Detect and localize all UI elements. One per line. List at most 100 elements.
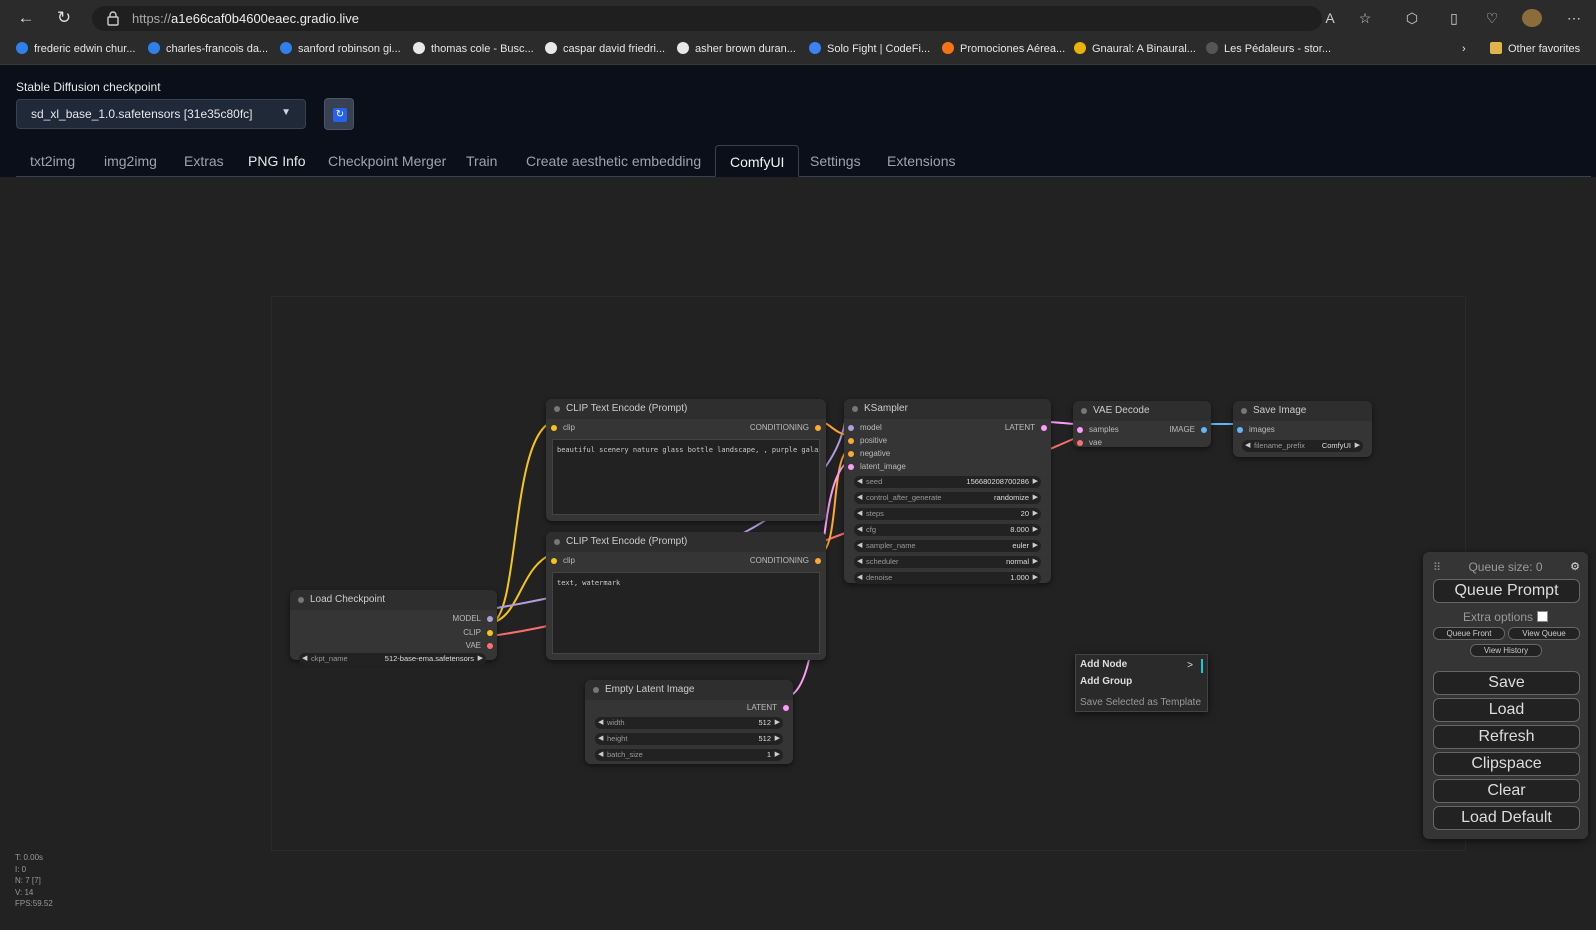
favorite-star-icon[interactable]: ☆ — [1358, 10, 1372, 26]
comfyui-canvas[interactable]: CLIP Text Encode (Prompt) clip CONDITION… — [0, 177, 1596, 930]
tab-comfyui[interactable]: ComfyUI — [715, 145, 800, 177]
address-bar[interactable]: https://a1e66caf0b4600eaec.gradio.live — [92, 6, 1322, 31]
bookmark-item[interactable]: frederic edwin chur... — [16, 40, 136, 58]
output-latent[interactable]: LATENT — [747, 702, 789, 714]
input-clip[interactable]: clip — [551, 555, 575, 567]
bookmark-item[interactable]: thomas cole - Busc... — [413, 40, 534, 58]
port-dot — [848, 425, 854, 431]
more-menu-icon[interactable]: ⋯ — [1567, 10, 1581, 26]
tab-extras[interactable]: Extras — [184, 153, 224, 169]
output-latent[interactable]: LATENT — [1005, 422, 1047, 434]
tab-checkpoint-merger[interactable]: Checkpoint Merger — [328, 153, 447, 169]
bookmark-item[interactable]: Les Pédaleurs - stor... — [1206, 40, 1331, 58]
text-cursor — [1201, 659, 1203, 673]
save-button[interactable]: Save — [1433, 671, 1580, 695]
load-button[interactable]: Load — [1433, 698, 1580, 722]
node-load-checkpoint[interactable]: Load Checkpoint MODEL CLIP VAE ckpt_name… — [290, 590, 497, 665]
tab-png-info[interactable]: PNG Info — [248, 153, 306, 169]
extra-options-checkbox[interactable] — [1537, 611, 1549, 622]
bookmark-favicon — [942, 42, 954, 54]
bookmark-favicon — [809, 42, 821, 54]
menu-item-add-node[interactable]: Add Node — [1080, 659, 1128, 670]
input-latent-image[interactable]: latent_image — [848, 461, 906, 473]
bookmarks-bar: frederic edwin chur... charles-francois … — [0, 37, 1596, 61]
queue-front-button[interactable]: Queue Front — [1433, 627, 1505, 640]
input-negative[interactable]: negative — [848, 448, 890, 460]
queue-panel: ⠿ Queue size: 0 ⚙ Queue Prompt Extra opt… — [1423, 552, 1588, 839]
tab-img2img[interactable]: img2img — [104, 153, 157, 169]
prompt-textarea[interactable]: beautiful scenery nature glass bottle la… — [552, 439, 820, 515]
tab-txt2img[interactable]: txt2img — [30, 153, 76, 169]
checkpoint-dropdown[interactable]: sd_xl_base_1.0.safetensors [31e35c80fc] … — [16, 99, 306, 129]
bookmark-item[interactable]: charles-francois da... — [148, 40, 268, 58]
reload-icon[interactable]: ↻ — [56, 8, 72, 27]
output-image[interactable]: IMAGE — [1169, 424, 1207, 436]
input-positive[interactable]: positive — [848, 435, 887, 447]
input-vae[interactable]: vae — [1077, 437, 1102, 449]
view-history-button[interactable]: View History — [1470, 644, 1542, 657]
extensions-icon[interactable]: ⬡ — [1405, 10, 1419, 26]
refresh-checkpoints-button[interactable]: ↻ — [324, 98, 354, 130]
clear-button[interactable]: Clear — [1433, 779, 1580, 803]
prompt-textarea[interactable]: text, watermark — [552, 572, 820, 654]
output-vae[interactable]: VAE — [466, 640, 493, 652]
port-dot — [783, 705, 789, 711]
node-clip-text-encode-positive[interactable]: CLIP Text Encode (Prompt) clip CONDITION… — [546, 399, 826, 521]
load-default-button[interactable]: Load Default — [1433, 806, 1580, 830]
input-images[interactable]: images — [1237, 424, 1275, 436]
input-samples[interactable]: samples — [1077, 424, 1119, 436]
bookmark-item[interactable]: caspar david friedri... — [545, 40, 665, 58]
input-model[interactable]: model — [848, 422, 882, 434]
read-aloud-icon[interactable]: A — [1325, 10, 1335, 26]
profile-avatar[interactable] — [1522, 9, 1542, 27]
lock-icon — [107, 11, 119, 26]
gear-icon[interactable]: ⚙ — [1570, 561, 1580, 573]
node-clip-text-encode-negative[interactable]: CLIP Text Encode (Prompt) clip CONDITION… — [546, 532, 826, 660]
refresh-button[interactable]: Refresh — [1433, 725, 1580, 749]
output-conditioning[interactable]: CONDITIONING — [750, 422, 821, 434]
bookmark-item[interactable]: Gnaural: A Binaural... — [1074, 40, 1196, 58]
tab-create-aesthetic-embedding[interactable]: Create aesthetic embedding — [526, 153, 702, 169]
extra-options-label: Extra options — [1462, 610, 1534, 624]
node-ksampler[interactable]: KSampler model positive negative latent_… — [844, 399, 1051, 584]
extra-options: Extra options — [1423, 610, 1588, 624]
tab-settings[interactable]: Settings — [810, 153, 861, 169]
back-icon[interactable]: ← — [17, 8, 35, 27]
input-clip[interactable]: clip — [551, 422, 575, 434]
node-vae-decode[interactable]: VAE Decode samples vae IMAGE — [1073, 401, 1211, 447]
bookmarks-overflow-icon[interactable]: › — [1462, 43, 1466, 55]
drag-handle-icon[interactable]: ⠿ — [1433, 562, 1442, 574]
output-model[interactable]: MODEL — [453, 613, 493, 625]
clipspace-button[interactable]: Clipspace — [1433, 752, 1580, 776]
bookmark-item[interactable]: Solo Fight | CodeFi... — [809, 40, 930, 58]
queue-prompt-button[interactable]: Queue Prompt — [1433, 579, 1580, 603]
other-favorites[interactable]: Other favorites — [1490, 40, 1580, 58]
bookmark-item[interactable]: Promociones Aérea... — [942, 40, 1065, 58]
bookmark-item[interactable]: asher brown duran... — [677, 40, 796, 58]
output-conditioning[interactable]: CONDITIONING — [750, 555, 821, 567]
bookmark-item[interactable]: sanford robinson gi... — [280, 40, 401, 58]
view-queue-button[interactable]: View Queue — [1508, 627, 1580, 640]
browser-essentials-icon[interactable]: ♡ — [1485, 10, 1499, 26]
menu-item-add-group[interactable]: Add Group — [1080, 676, 1133, 687]
port-dot — [1201, 427, 1207, 433]
output-clip[interactable]: CLIP — [463, 627, 493, 639]
split-screen-icon[interactable]: ▯ — [1450, 10, 1458, 26]
tab-train[interactable]: Train — [466, 153, 498, 169]
menu-item-save-selected-as-template[interactable]: Save Selected as Template — [1080, 697, 1202, 708]
tab-extensions[interactable]: Extensions — [887, 153, 956, 169]
